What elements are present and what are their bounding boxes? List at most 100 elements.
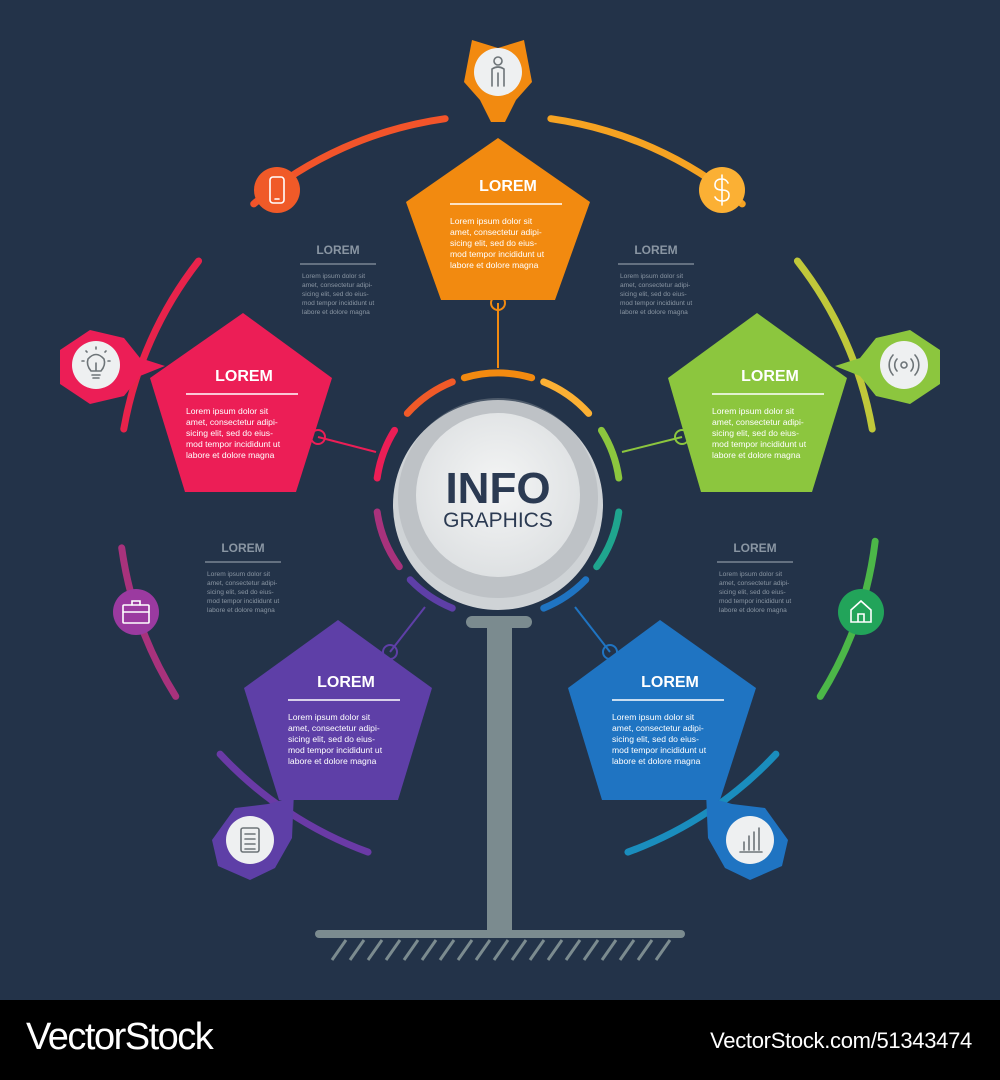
connector-right [621,436,683,453]
note-text-line: labore et dolore magna [620,309,688,316]
pentagon-card [150,313,332,492]
inner-ring-segment [460,369,536,382]
inner-ring-segment [540,576,590,612]
block-text-line: Lorem ipsum dolor sit [288,712,371,722]
note-title: LOREM [733,541,776,555]
hatch-mark [366,939,384,961]
lightbulb-icon [81,346,111,379]
hatch-mark [654,939,672,961]
note-text-line: mod tempor incididunt ut [620,300,692,307]
note-title: LOREM [634,243,677,257]
block-text-line: amet, consectetur adipi- [612,723,704,733]
dollar-node[interactable] [699,167,745,213]
inner-ring-segment [406,576,456,612]
note-title: LOREM [316,243,359,257]
note-text-line: amet, consectetur adipi- [302,282,372,289]
inner-ring [373,369,623,612]
note-text-line: mod tempor incididunt ut [207,598,279,605]
hatch-mark [402,939,420,961]
ground-hatch [330,939,672,961]
center-disc: INFO GRAPHICS [393,398,603,610]
hatch-mark [456,939,474,961]
person-icon [491,56,505,87]
block-text-line: sicing elit, sed do eius- [186,428,273,438]
block-text-line: labore et dolore magna [612,756,701,766]
hatch-mark [510,939,528,961]
center-subtitle: GRAPHICS [443,509,553,532]
block-title: LOREM [215,368,273,385]
note-text-line: labore et dolore magna [207,607,275,614]
hatch-mark [564,939,582,961]
icon-disc [474,48,522,96]
note-text-line: Lorem ipsum dolor sit [719,571,782,578]
block-text-line: mod tempor incididunt ut [186,439,281,449]
smartphone-node[interactable] [254,167,300,213]
block-text-line: labore et dolore magna [186,450,275,460]
home-node[interactable] [838,589,884,635]
note-text-line: amet, consectetur adipi- [620,282,690,289]
hatch-mark [348,939,366,961]
block-text-line: amet, consectetur adipi- [712,417,804,427]
center-title: INFO [445,464,550,513]
note-text-line: sicing elit, sed do eius- [302,291,369,298]
pentagon-card [406,138,590,300]
block-title: LOREM [317,674,375,691]
note-text-line: Lorem ipsum dolor sit [207,571,270,578]
block-text-line: amet, consectetur adipi- [450,227,542,237]
note-text-line: sicing elit, sed do eius- [719,589,786,596]
hatch-mark [474,939,492,961]
block-text-line: amet, consectetur adipi- [186,417,278,427]
note-upper-left: LOREM Lorem ipsum dolor sit amet, consecte… [300,243,376,316]
note-text-line: sicing elit, sed do eius- [207,589,274,596]
home-icon [850,599,872,623]
inner-ring-segment [373,426,399,482]
outer-ring-segment [793,257,876,433]
hatch-mark [330,939,348,961]
block-text-line: Lorem ipsum dolor sit [612,712,695,722]
brand-url: VectorStock.com/51343474 [710,1028,972,1053]
stand-top [466,616,532,628]
icon-disc [880,341,928,389]
hatch-mark [528,939,546,961]
block-text-line: labore et dolore magna [450,260,539,270]
briefcase-node[interactable] [113,589,159,635]
dollar-icon [714,174,730,206]
note-text-line: Lorem ipsum dolor sit [302,273,365,280]
block-text-line: mod tempor incididunt ut [288,745,383,755]
smartphone-icon [269,176,285,204]
ring-node-circle [838,589,884,635]
pentagon-card [244,620,432,800]
pentagon-card [568,620,756,800]
stand-base [315,930,685,938]
connector-bottom-right [574,606,611,653]
inner-ring-segment [403,378,456,417]
block-text-line: Lorem ipsum dolor sit [450,216,533,226]
pentagon-card [668,313,847,492]
wifi-signal-icon [888,354,920,376]
block-text-line: Lorem ipsum dolor sit [712,406,795,416]
outer-ring-segment [120,257,203,433]
ring-node-circle [254,167,300,213]
inner-ring-segment [597,426,623,482]
block-text-line: sicing elit, sed do eius- [288,734,375,744]
note-text-line: amet, consectetur adipi- [207,580,277,587]
note-text-line: sicing elit, sed do eius- [620,291,687,298]
connector-left [317,436,377,453]
block-title: LOREM [641,674,699,691]
footer-bar [0,1000,1000,1080]
block-text-line: mod tempor incididunt ut [450,249,545,259]
icon-disc [726,816,774,864]
note-text-line: Lorem ipsum dolor sit [620,273,683,280]
block-text-line: mod tempor incididunt ut [712,439,807,449]
note-text-line: labore et dolore magna [302,309,370,316]
stand [315,616,685,961]
block-title: LOREM [741,368,799,385]
hatch-mark [636,939,654,961]
